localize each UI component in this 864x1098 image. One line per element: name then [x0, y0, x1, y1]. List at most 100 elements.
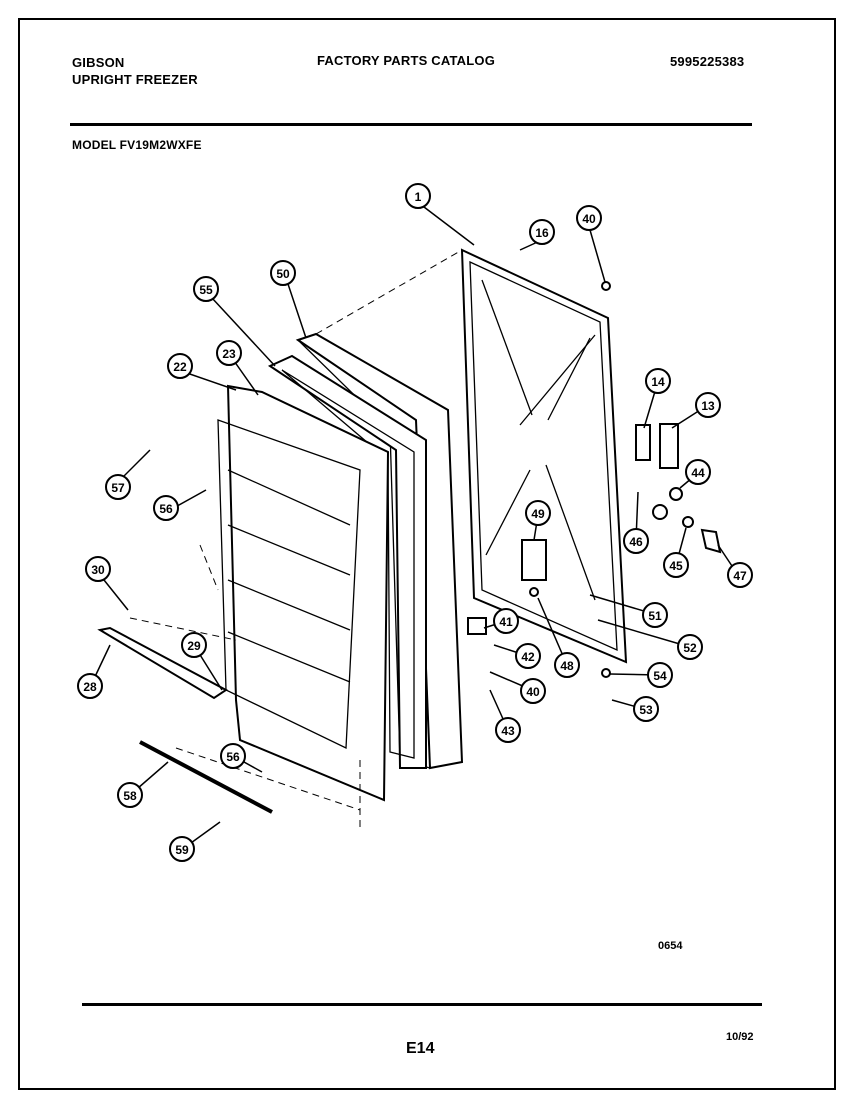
callout-circle [645, 368, 671, 394]
callout-circle [216, 340, 242, 366]
door-rack-bar [139, 740, 273, 814]
callout-42: 42 [515, 643, 541, 669]
callout-label: 50 [276, 267, 290, 281]
callout-label: 40 [526, 685, 540, 699]
callout-circle [525, 500, 551, 526]
callout-54: 54 [647, 662, 673, 688]
callout-label: 45 [669, 559, 683, 573]
callout-circle [554, 652, 580, 678]
inner-door-liner [217, 384, 390, 802]
callout-45: 45 [663, 552, 689, 578]
callout-label: 42 [521, 650, 535, 664]
callout-59: 59 [169, 836, 195, 862]
callout-1: 1 [405, 183, 431, 209]
callout-56: 56 [220, 743, 246, 769]
callout-circle [663, 552, 689, 578]
catalog-number: 5995225383 [670, 54, 745, 69]
callout-23: 23 [216, 340, 242, 366]
callout-circle [405, 183, 431, 209]
callout-circle [695, 392, 721, 418]
brand-name: GIBSON [72, 55, 125, 70]
callout-43: 43 [495, 717, 521, 743]
revision-date: 10/92 [726, 1031, 754, 1043]
callout-label: 22 [173, 360, 187, 374]
callout-label: 23 [222, 347, 236, 361]
callout-55: 55 [193, 276, 219, 302]
callout-circle [181, 632, 207, 658]
callout-label: 28 [83, 680, 97, 694]
callout-label: 56 [159, 502, 173, 516]
callout-circle [105, 474, 131, 500]
callout-label: 53 [639, 703, 653, 717]
callout-label: 1 [415, 190, 422, 204]
callout-label: 44 [691, 466, 705, 480]
page-number: E14 [406, 1040, 435, 1057]
callout-label: 55 [199, 283, 213, 297]
callout-47: 47 [727, 562, 753, 588]
callout-label: 47 [733, 569, 747, 583]
callout-label: 56 [226, 750, 240, 764]
callout-label: 46 [629, 535, 643, 549]
callout-label: 29 [187, 639, 201, 653]
callout-label: 49 [531, 507, 545, 521]
callout-52: 52 [677, 634, 703, 660]
callout-circle [515, 643, 541, 669]
callout-46: 46 [623, 528, 649, 554]
callout-circle [495, 717, 521, 743]
callout-label: 58 [123, 789, 137, 803]
callout-circle [85, 556, 111, 582]
callout-circle [642, 602, 668, 628]
footer-divider [82, 1003, 762, 1006]
figure-code: 0654 [658, 940, 683, 952]
callout-circle [220, 743, 246, 769]
outer-door-panel [460, 248, 628, 664]
callout-circle [685, 459, 711, 485]
callout-51: 51 [642, 602, 668, 628]
callout-53: 53 [633, 696, 659, 722]
callout-48: 48 [554, 652, 580, 678]
callout-circle [727, 562, 753, 588]
callout-label: 57 [111, 481, 125, 495]
callout-29: 29 [181, 632, 207, 658]
callout-label: 52 [683, 641, 697, 655]
callout-circle [633, 696, 659, 722]
callout-50: 50 [270, 260, 296, 286]
callout-label: 14 [651, 375, 665, 389]
callout-circle [493, 608, 519, 634]
callout-circle [647, 662, 673, 688]
callout-circle [270, 260, 296, 286]
callout-label: 48 [560, 659, 574, 673]
callout-56: 56 [153, 495, 179, 521]
callout-49: 49 [525, 500, 551, 526]
callout-circle [529, 219, 555, 245]
callout-circle [623, 528, 649, 554]
callout-circle [193, 276, 219, 302]
header-divider [70, 123, 752, 126]
callout-13: 13 [695, 392, 721, 418]
handle-hardware [467, 281, 722, 678]
callout-22: 22 [167, 353, 193, 379]
callout-circle [167, 353, 193, 379]
callout-30: 30 [85, 556, 111, 582]
explode-lines [129, 249, 463, 830]
callout-circle [169, 836, 195, 862]
catalog-title: FACTORY PARTS CATALOG [317, 53, 496, 68]
shelf-rail [97, 626, 228, 700]
callout-circle [677, 634, 703, 660]
callout-label: 59 [175, 843, 189, 857]
callout-label: 13 [701, 399, 715, 413]
callout-label: 51 [648, 609, 662, 623]
callout-label: 30 [91, 563, 105, 577]
callout-circle [520, 678, 546, 704]
callout-40: 40 [576, 205, 602, 231]
callout-circle [77, 673, 103, 699]
callout-circle [576, 205, 602, 231]
callout-44: 44 [685, 459, 711, 485]
callout-label: 40 [582, 212, 596, 226]
callout-circle [153, 495, 179, 521]
callout-40: 40 [520, 678, 546, 704]
callout-58: 58 [117, 782, 143, 808]
callout-14: 14 [645, 368, 671, 394]
